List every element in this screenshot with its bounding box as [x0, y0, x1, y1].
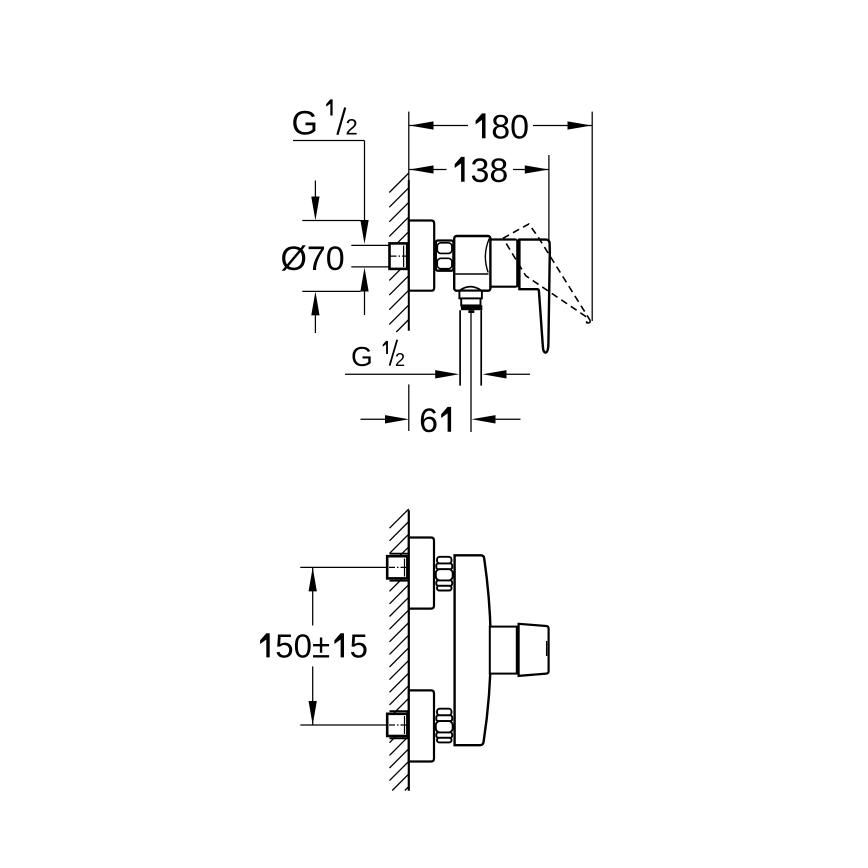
svg-text:5: 5 [350, 627, 368, 664]
svg-text:2: 2 [395, 350, 405, 370]
svg-text:50±: 50± [275, 627, 330, 664]
svg-text:38: 38 [470, 152, 508, 190]
svg-text:G: G [292, 104, 318, 142]
svg-text:G: G [351, 341, 373, 372]
svg-text:80: 80 [491, 108, 529, 146]
svg-text:2: 2 [346, 114, 358, 139]
svg-text:6: 6 [419, 402, 438, 440]
svg-text:Ø70: Ø70 [280, 240, 344, 278]
